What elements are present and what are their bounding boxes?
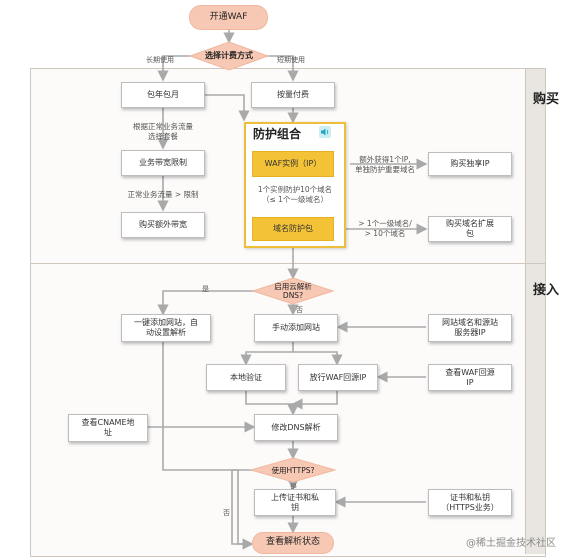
combo-title: 防护组合 [253,127,302,141]
box-allow-ip: 放行WAF回源IP [298,364,378,391]
box-bandwidth-limit: 业务带宽限制 [121,150,205,176]
edge-allowip-dns [291,391,338,410]
start-node: 开通WAF [189,5,268,30]
speaker-icon [319,126,331,138]
note-instance-domains: 1个实例防护10个域名 （≤ 1个一级域名） [257,185,333,204]
box-local-verify: 本地验证 [206,364,286,391]
label-long-term: 长期使用 [146,56,174,64]
box-buy-ip: 购买独享IP [428,152,512,176]
box-payg: 按量付费 [251,82,335,108]
box-manual-add: 手动添加网站 [254,314,338,342]
lane-purchase-tab [525,69,545,263]
box-auto-add: 一键添加网站，自 动设置解析 [121,314,211,342]
box-upload-cert: 上传证书和私 钥 [254,489,336,516]
box-cert-key: 证书和私钥 （HTTPS业务） [428,489,512,516]
label-https-no: 否 [223,509,230,517]
box-modify-dns: 修改DNS解析 [254,414,338,441]
note-select-package: 根据正常业务流量 选择套餐 [133,122,193,141]
box-waf-instance: WAF实例（IP） [252,151,334,177]
note-over-limit: 正常业务流量 > 限制 [127,190,199,199]
watermark: @稀土掘金技术社区 [466,538,556,549]
label-dns-yes: 是 [202,285,209,293]
end-node: 查看解析状态 [252,532,334,554]
lane-purchase-label: 购买 [533,92,560,107]
box-check-cname: 查看CNAME地 址 [68,414,148,442]
note-extra-ip: 额外获得1个IP, 单独防护重要域名 [355,155,415,174]
label-dns-no: 否 [296,306,303,314]
note-more-domains: > 1个一级域名/ > 10个域名 [358,219,412,238]
edge-https-no-end [231,469,256,550]
diamond-dns [251,277,335,305]
edge-billing-monthly [157,55,192,82]
edge-monthly-combo [205,94,250,122]
decision-dns: 启用云解析 DNS? [274,282,312,300]
diamond-https [249,457,337,483]
label-https-yes: 是 [290,483,297,491]
box-check-ip: 查看WAF回源 IP [428,364,512,391]
label-short-term: 短期使用 [277,56,305,64]
edge-manual-verify [240,342,294,366]
diamond-billing [188,41,270,71]
lane-access-label: 接入 [533,283,560,298]
edge-verify-dns [245,391,299,416]
box-monthly: 包年包月 [121,82,205,108]
box-buy-bandwidth: 购买额外带宽 [121,212,205,238]
decision-shapes [188,41,337,483]
box-domain-pack: 域名防护包 [252,217,334,241]
box-buy-domain-ext: 购买域名扩展 包 [428,216,512,242]
edge-manual-allowip [293,351,343,366]
decision-https: 使用HTTPS? [271,465,315,475]
edge-billing-payg [266,55,299,82]
box-domain-server: 网站域名和源站 服务器IP [428,314,512,342]
edge-dns-auto [157,290,256,316]
decision-billing: 选择计费方式 [205,51,253,61]
lane-access-tab [525,264,545,554]
